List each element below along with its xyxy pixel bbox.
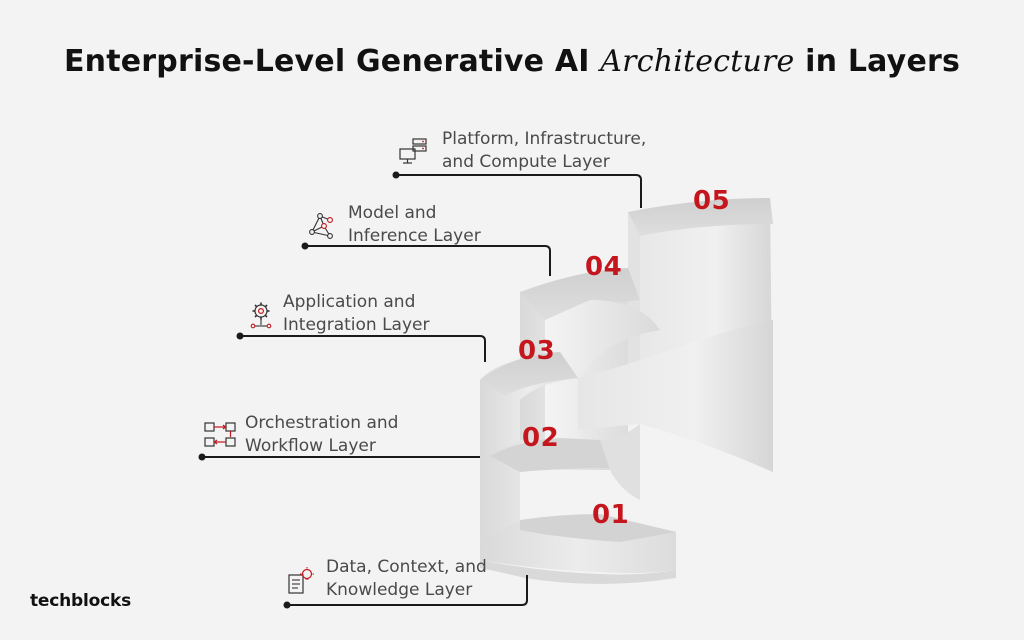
step-03-top bbox=[480, 352, 578, 396]
document-bulb-icon bbox=[288, 567, 314, 594]
title-part-2: Architecture bbox=[600, 44, 795, 79]
step-number-01: 01 bbox=[592, 500, 630, 530]
connector-03 bbox=[240, 335, 486, 362]
step-number-03: 03 bbox=[518, 336, 556, 366]
step-number-04: 04 bbox=[585, 252, 623, 282]
step-05-top bbox=[628, 198, 773, 236]
connector-05 bbox=[396, 174, 642, 208]
step-number-02: 02 bbox=[522, 423, 560, 453]
layer-04-line-1: Model and bbox=[348, 203, 437, 223]
gear-integration-icon bbox=[250, 302, 272, 329]
connector-lines bbox=[202, 174, 642, 606]
brand-logo: techblocks bbox=[30, 591, 132, 611]
connector-01 bbox=[287, 575, 528, 606]
workflow-boxes-icon bbox=[204, 422, 236, 447]
step-01-top bbox=[520, 514, 676, 542]
network-nodes-icon bbox=[309, 213, 333, 239]
layer-03-label: Application and Integration Layer bbox=[283, 291, 429, 337]
layer-05-line-1: Platform, Infrastructure, bbox=[442, 129, 647, 149]
server-monitor-icon bbox=[399, 138, 427, 164]
layer-03-line-1: Application and bbox=[283, 292, 416, 312]
layer-02-label: Orchestration and Workflow Layer bbox=[245, 412, 398, 458]
layer-05-label: Platform, Infrastructure, and Compute La… bbox=[442, 128, 646, 174]
page-title: Enterprise-Level Generative AI Architect… bbox=[0, 40, 1024, 84]
layer-05-line-2: and Compute Layer bbox=[442, 152, 610, 172]
layer-03-line-2: Integration Layer bbox=[283, 315, 430, 335]
layer-01-label: Data, Context, and Knowledge Layer bbox=[326, 556, 487, 602]
layer-02-line-2: Workflow Layer bbox=[245, 436, 376, 456]
step-04-top bbox=[520, 268, 640, 320]
layer-01-line-2: Knowledge Layer bbox=[326, 580, 473, 600]
layer-04-label: Model and Inference Layer bbox=[348, 202, 481, 248]
step-02-top bbox=[490, 438, 612, 472]
layer-02-line-1: Orchestration and bbox=[245, 413, 399, 433]
title-part-1: Enterprise-Level Generative AI bbox=[63, 44, 601, 79]
layer-04-line-2: Inference Layer bbox=[348, 226, 481, 246]
connector-04 bbox=[305, 245, 551, 276]
layer-01-line-1: Data, Context, and bbox=[326, 557, 487, 577]
step-number-05: 05 bbox=[693, 186, 731, 216]
title-part-3: in Layers bbox=[794, 44, 961, 79]
